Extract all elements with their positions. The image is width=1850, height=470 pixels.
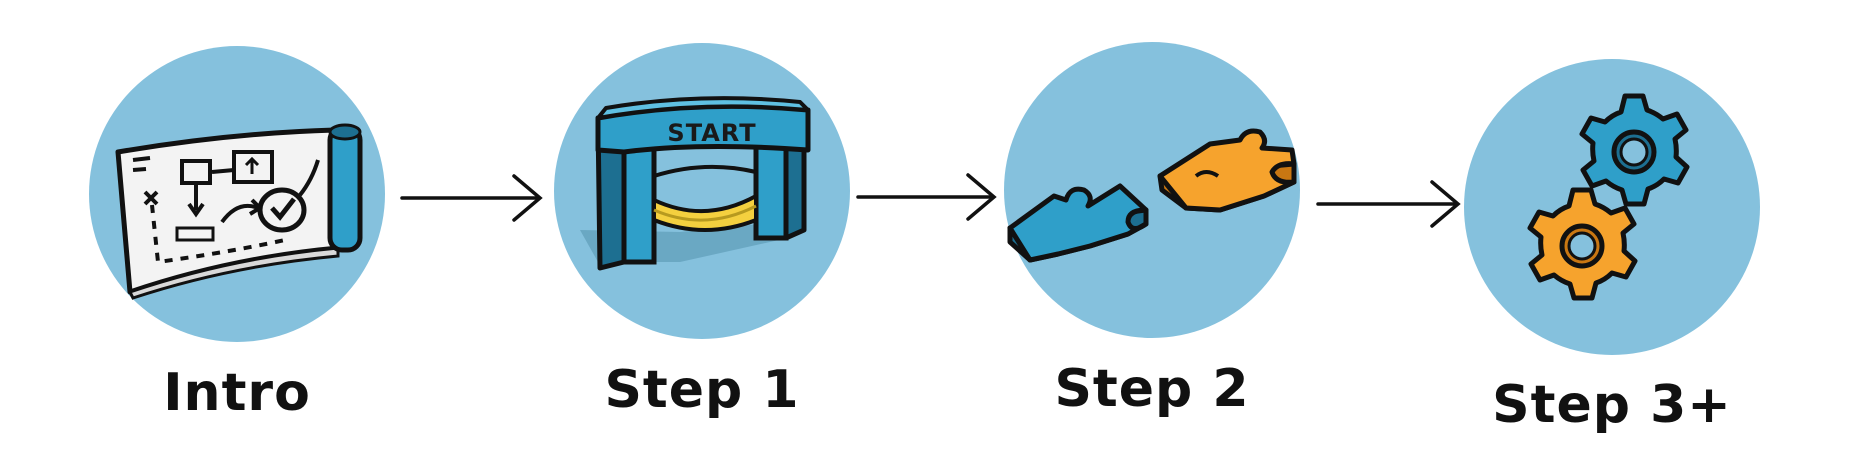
step-label: Intro — [163, 363, 311, 423]
puzzle-pieces-icon — [1007, 128, 1297, 263]
step-label: Step 3+ — [1492, 375, 1732, 435]
flow-arrow — [400, 174, 543, 222]
gears-icon — [1527, 93, 1690, 301]
step-3-plus: Step 3+ — [1464, 59, 1760, 435]
step-label: Step 1 — [604, 360, 799, 420]
roadmap-scroll-icon — [115, 123, 363, 300]
step-1: START Step 1 — [554, 43, 850, 420]
step-circle — [1464, 59, 1760, 355]
step-label: Step 2 — [1054, 359, 1249, 419]
step-2: Step 2 — [1004, 42, 1300, 419]
flow-arrow — [1316, 180, 1461, 228]
flow-arrow — [856, 173, 997, 221]
step-circle — [1004, 42, 1300, 338]
gate-sign-text: START — [667, 119, 756, 147]
step-intro: Intro — [89, 46, 385, 423]
start-gate-icon: START — [580, 96, 811, 271]
